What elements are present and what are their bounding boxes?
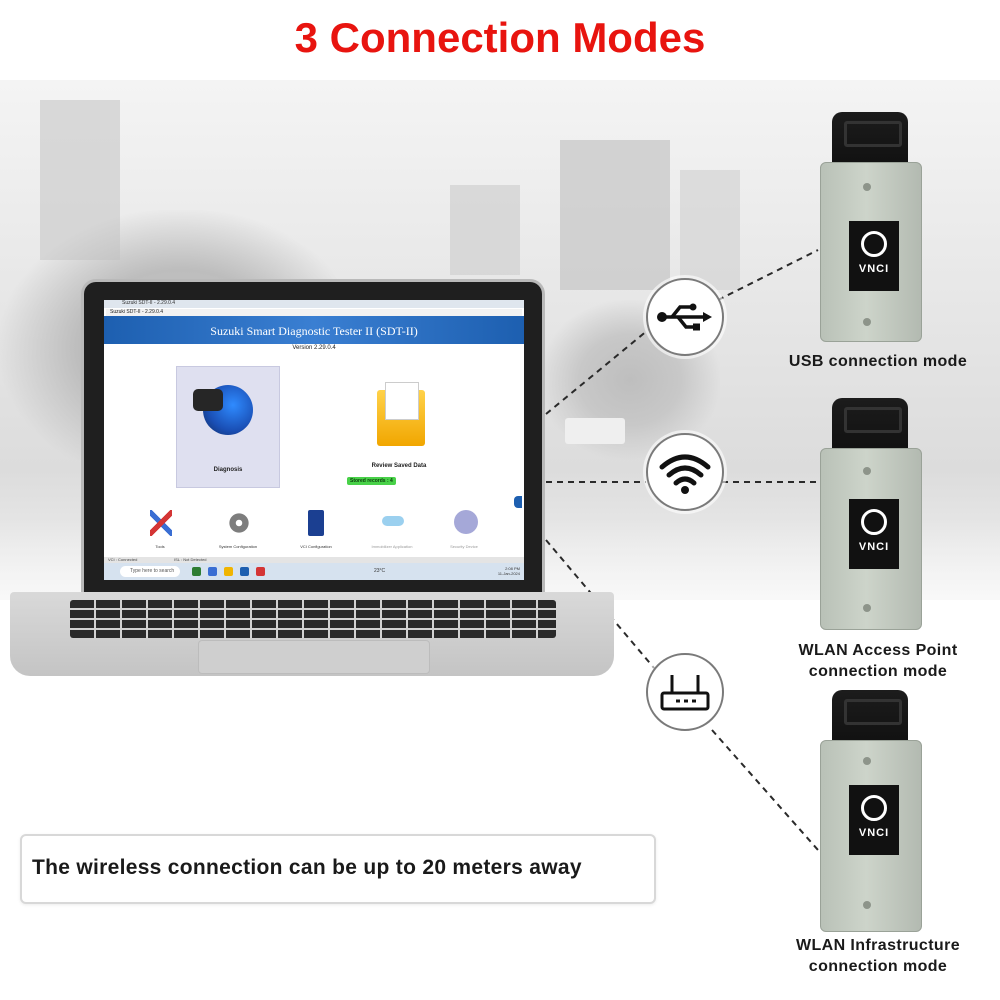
- folder-icon[interactable]: [377, 382, 425, 446]
- license-plate: [565, 418, 625, 444]
- immobilizer-application-label: Immobilizer Application: [371, 544, 413, 549]
- router-connection-line: [545, 539, 655, 669]
- app-header-banner: [104, 316, 524, 344]
- tools-icon: [150, 510, 172, 536]
- vci-body: VNCI: [820, 740, 922, 932]
- screw: [863, 467, 871, 475]
- app-tab-label: Suzuki SDT-II - 2.29.0.4: [110, 309, 164, 315]
- security-device-label: Security Device: [450, 544, 478, 549]
- key-icon: [382, 516, 404, 526]
- taskbar-time: 2:08 PM: [505, 566, 520, 571]
- obd-connector: [832, 112, 908, 166]
- taskbar-app-icon[interactable]: [224, 567, 233, 576]
- usb-connection-line: [545, 329, 649, 415]
- taskbar-date: 11-Jan-2024: [497, 571, 520, 576]
- app-tab[interactable]: Suzuki SDT-II - 2.29.0.4: [106, 309, 522, 316]
- obd-connector: [832, 690, 908, 744]
- system-configuration-button[interactable]: System Configuration: [208, 510, 268, 550]
- app-window-title: Suzuki SDT-II - 2.29.0.4: [122, 300, 176, 306]
- diagnosis-icon: [193, 385, 253, 435]
- app-version: Version 2.29.0.4: [292, 345, 336, 351]
- app-status-bar: VCI : Connected ISL : Not Detected: [104, 557, 524, 563]
- vnci-logo-text: VNCI: [858, 827, 890, 839]
- system-configuration-label: System Configuration: [218, 544, 258, 549]
- gears-icon: [228, 510, 250, 536]
- background-building: [450, 185, 520, 275]
- usb-icon: [646, 278, 724, 356]
- vnci-logo-panel: VNCI: [849, 499, 899, 569]
- vci-body: VNCI: [820, 448, 922, 630]
- taskbar-weather: 23°C: [374, 568, 386, 574]
- router-icon: [646, 653, 724, 731]
- stored-records-badge: Stored records : 4: [347, 477, 396, 485]
- range-note-text: The wireless connection can be up to 20 …: [32, 856, 582, 879]
- background-building: [560, 140, 670, 290]
- taskbar-app-icon[interactable]: [240, 567, 249, 576]
- tools-button[interactable]: Tools: [130, 510, 190, 550]
- diagnosis-label: Diagnosis: [213, 467, 243, 473]
- taskbar-clock: 2:08 PM 11-Jan-2024: [480, 566, 520, 576]
- vnci-logo-text: VNCI: [858, 263, 890, 275]
- immobilizer-application-button[interactable]: Immobilizer Application: [362, 510, 422, 550]
- taskbar-search-placeholder: Type here to search: [130, 568, 175, 574]
- vci-body: VNCI: [820, 162, 922, 342]
- windows-taskbar: Type here to search 23°C 2:08 PM 11-Jan-…: [104, 563, 524, 580]
- vnci-logo-text: VNCI: [858, 541, 890, 553]
- tools-label: Tools: [155, 544, 165, 549]
- vci-configuration-button[interactable]: VCI Configuration: [286, 510, 346, 550]
- vnci-logo-icon: [861, 795, 887, 821]
- laptop-screen: Suzuki SDT-II - 2.29.0.4 Suzuki SDT-II -…: [104, 300, 524, 580]
- screw: [863, 183, 871, 191]
- background-building: [680, 170, 740, 290]
- screw: [863, 604, 871, 612]
- screw: [863, 757, 871, 765]
- vnci-logo-icon: [861, 509, 887, 535]
- vnci-logo-panel: VNCI: [849, 785, 899, 855]
- range-note-box: The wireless connection can be up to 20 …: [20, 834, 656, 904]
- page-title: 3 Connection Modes: [294, 14, 706, 61]
- review-saved-data-label[interactable]: Review Saved Data: [371, 463, 427, 469]
- laptop-keyboard: [70, 600, 556, 638]
- vci-icon: [308, 510, 324, 536]
- app-window-titlebar: Suzuki SDT-II - 2.29.0.4: [104, 300, 524, 308]
- isl-status: ISL : Not Detected: [174, 557, 207, 562]
- screw: [863, 901, 871, 909]
- router-connection-line: [711, 729, 819, 851]
- vnci-logo-icon: [861, 231, 887, 257]
- taskbar-search[interactable]: Type here to search: [120, 566, 180, 577]
- taskbar-app-icon[interactable]: [256, 567, 265, 576]
- taskbar-app-icon[interactable]: [208, 567, 217, 576]
- vci-configuration-label: VCI Configuration: [300, 544, 332, 549]
- security-device-button[interactable]: Security Device: [434, 510, 494, 550]
- usb-connection-line: [717, 249, 819, 301]
- vnci-logo-panel: VNCI: [849, 221, 899, 291]
- vci-status: VCI : Connected: [108, 557, 138, 562]
- screw: [863, 318, 871, 326]
- wifi-icon: [646, 433, 724, 511]
- laptop-trackpad: [198, 640, 430, 674]
- usb-mode-label: USB connection mode: [788, 353, 968, 370]
- diagnosis-tile[interactable]: Diagnosis: [176, 366, 280, 488]
- app-header-title: Suzuki Smart Diagnostic Tester II (SDT-I…: [210, 324, 418, 338]
- lock-icon: [454, 510, 478, 534]
- taskbar-app-icon[interactable]: [192, 567, 201, 576]
- obd-connector: [832, 398, 908, 452]
- side-expand-tab[interactable]: [514, 496, 522, 508]
